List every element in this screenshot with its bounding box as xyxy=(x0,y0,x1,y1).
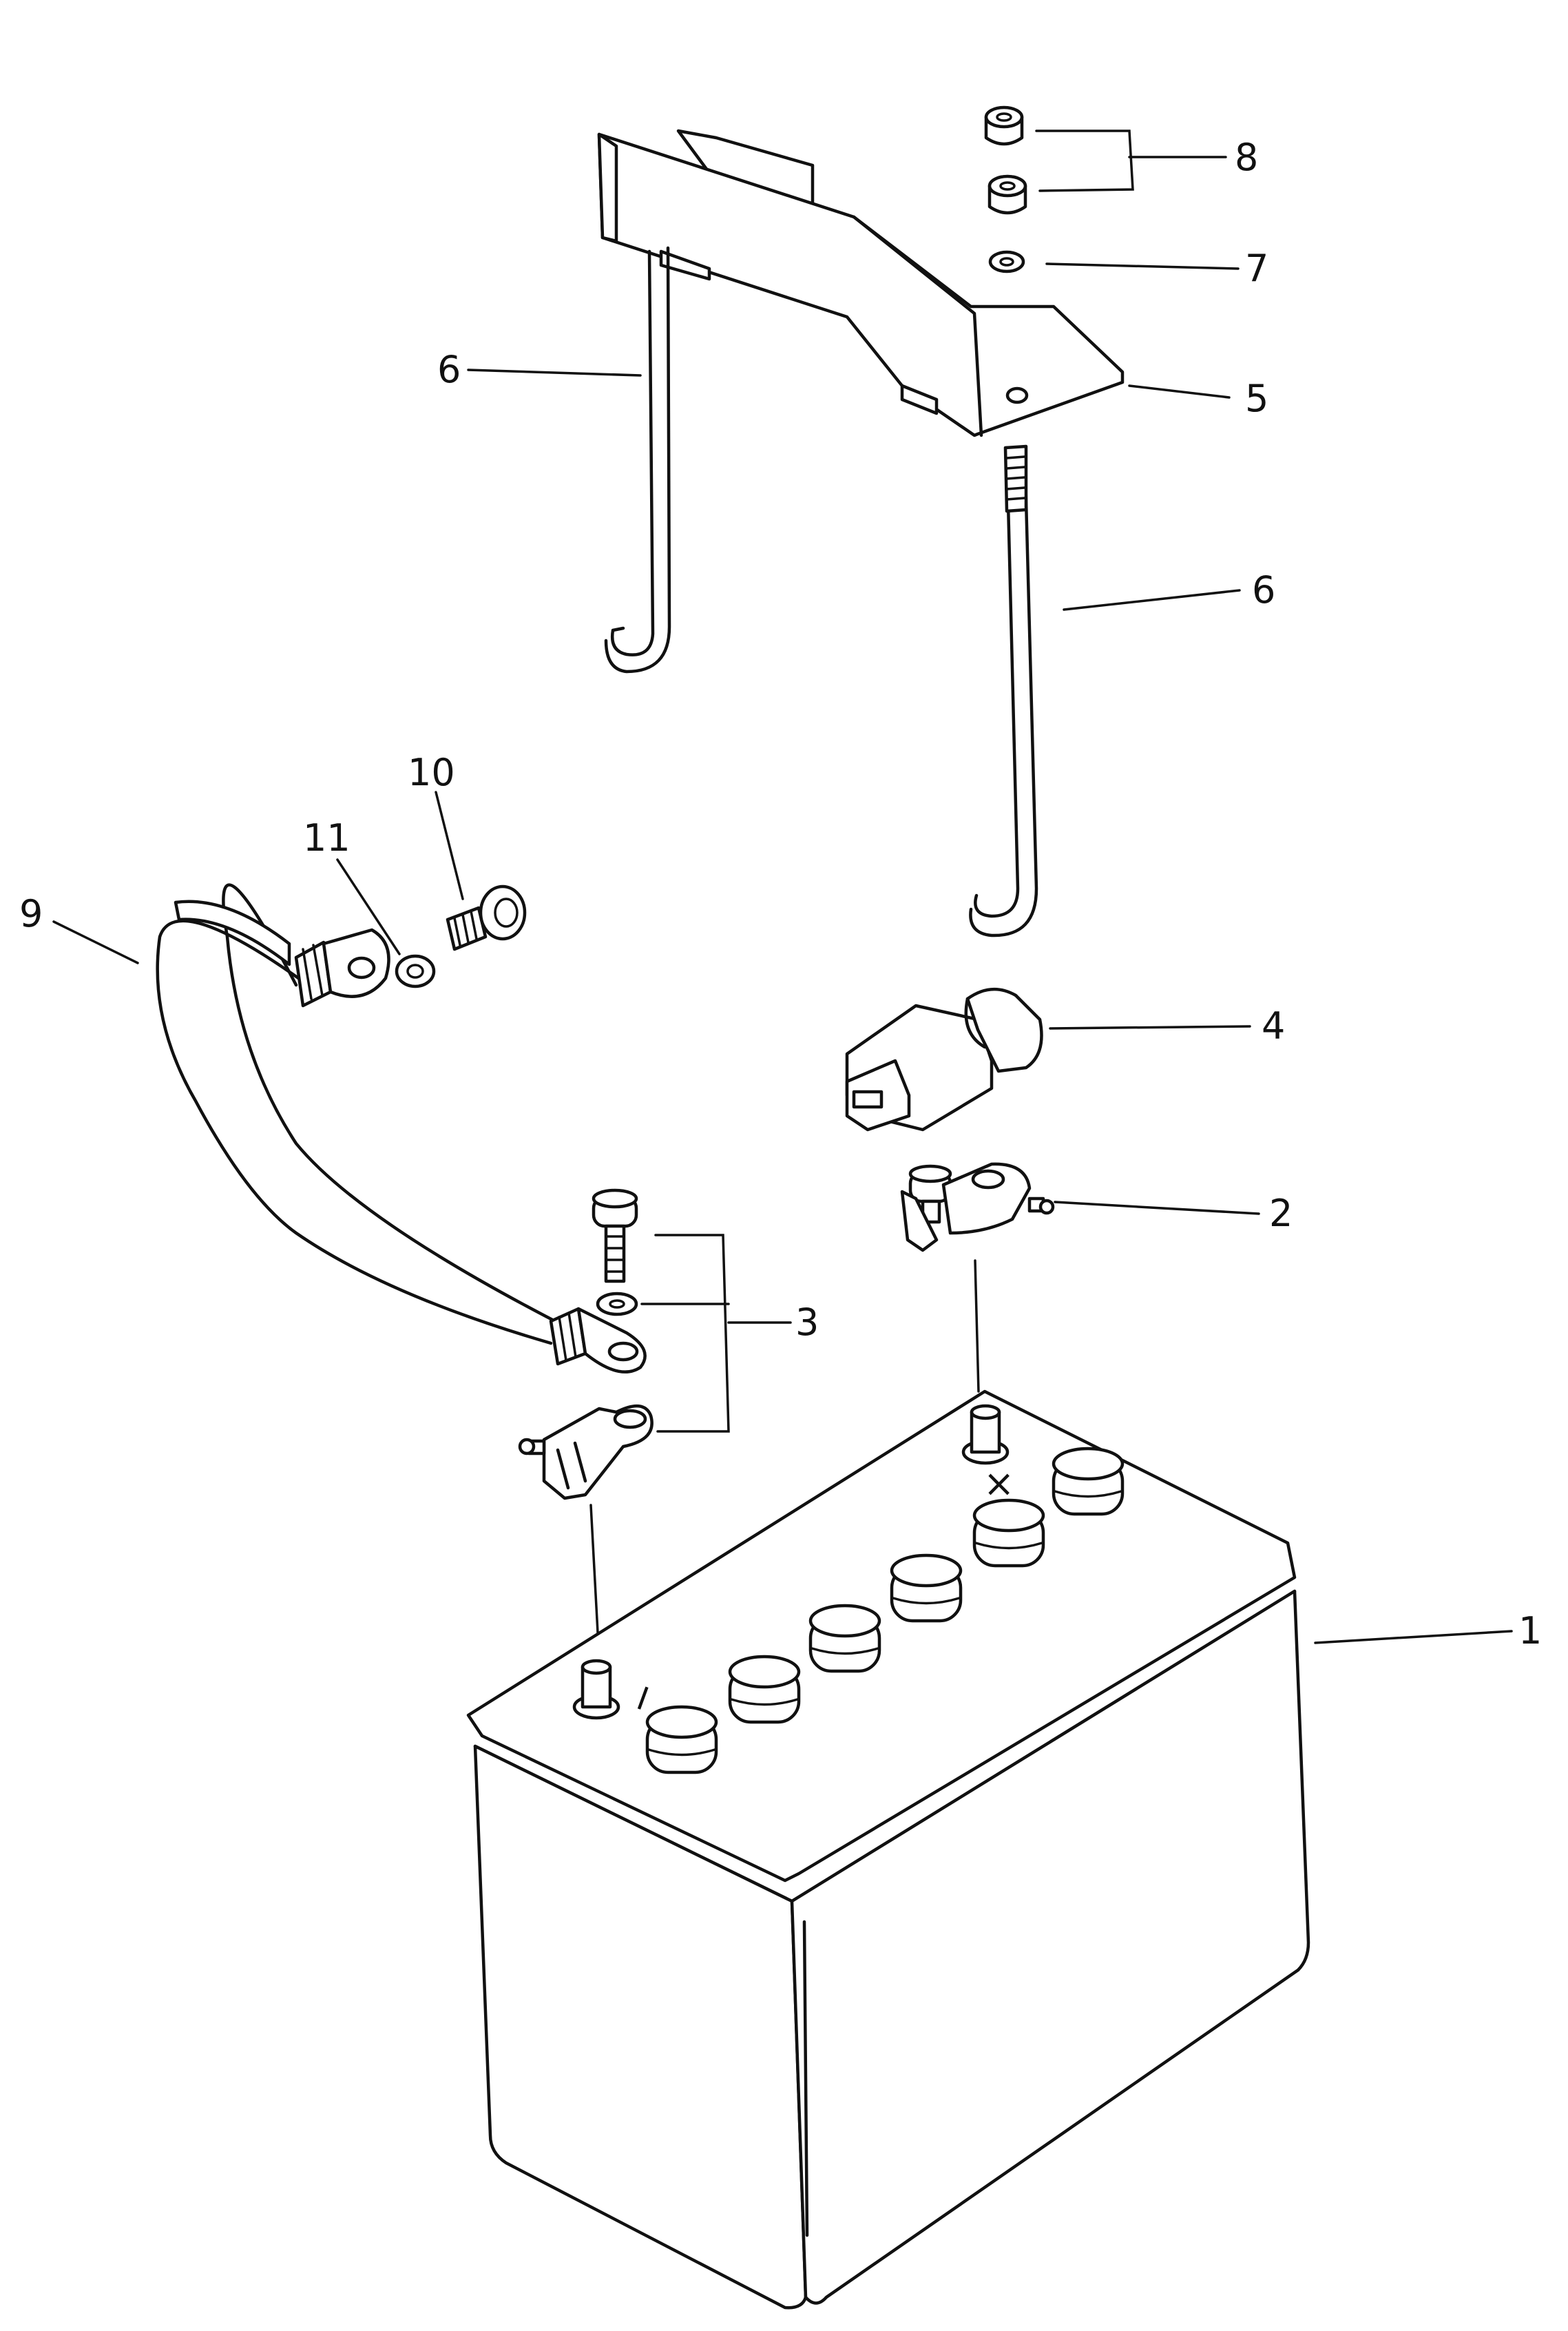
callout-6-lower: 6 xyxy=(1252,568,1275,612)
pos-terminal-clamp xyxy=(900,1162,1055,1252)
positive-mark: × xyxy=(983,1462,1014,1505)
bolt-10 xyxy=(446,884,527,951)
callout-2: 2 xyxy=(1269,1192,1293,1235)
leader-2 xyxy=(1054,1201,1260,1215)
cell-cap xyxy=(645,1705,718,1774)
battery-front-edge xyxy=(802,1920,809,2237)
clamp-bolt-3 xyxy=(592,1188,638,1283)
cell-cap xyxy=(890,1553,963,1623)
bracket-front-lip xyxy=(597,132,618,243)
bracket-top-face xyxy=(597,132,1125,437)
cable-lug-upper xyxy=(294,928,390,1008)
j-bolt-right xyxy=(969,444,1038,937)
callout-11: 11 xyxy=(303,816,351,860)
leader-9 xyxy=(52,920,139,964)
bracket-hole xyxy=(1005,386,1029,404)
cell-caps xyxy=(645,1447,1125,1774)
leader-4 xyxy=(1049,1025,1251,1030)
j-bolt-left xyxy=(604,246,671,674)
bracket-tab-left xyxy=(659,249,711,281)
callout-labels: 1 2 3 4 5 6 6 7 8 9 10 11 xyxy=(19,136,1542,1653)
hold-down-bracket xyxy=(597,129,1125,437)
nut-lower xyxy=(987,174,1027,215)
cell-cap xyxy=(728,1655,801,1724)
positive-terminal-post xyxy=(961,1404,1010,1465)
ground-cable xyxy=(156,883,647,1374)
leader-8 xyxy=(1035,130,1227,192)
callout-6-upper: 6 xyxy=(437,348,461,391)
neg-assembly-line xyxy=(589,1504,599,1634)
bracket-fold xyxy=(852,215,983,437)
washer-11 xyxy=(395,954,436,988)
leader-10 xyxy=(435,791,464,900)
pos-assembly-line xyxy=(974,1259,980,1393)
bracket-line-3 xyxy=(654,1234,730,1433)
leader-lines xyxy=(52,130,1513,1644)
cell-cap xyxy=(808,1604,881,1673)
callout-5: 5 xyxy=(1245,377,1268,420)
leader-6b xyxy=(1063,589,1241,611)
callout-1: 1 xyxy=(1518,1609,1542,1653)
washer-3 xyxy=(596,1292,638,1316)
leader-11 xyxy=(336,858,401,955)
callout-10: 10 xyxy=(408,751,455,794)
battery-right-face xyxy=(790,1589,1310,2305)
battery-left-face xyxy=(473,1744,808,2310)
callout-8: 8 xyxy=(1235,136,1258,179)
callout-9: 9 xyxy=(19,892,43,935)
callout-4: 4 xyxy=(1262,1004,1285,1048)
leader-5 xyxy=(1128,384,1231,399)
cell-cap xyxy=(972,1498,1045,1568)
callout-3: 3 xyxy=(795,1301,819,1344)
battery: − × xyxy=(466,1389,1310,2310)
leader-7 xyxy=(1045,262,1240,270)
cable-top-arc xyxy=(174,900,291,966)
terminal-cover-4 xyxy=(845,987,1043,1132)
cell-cap xyxy=(1052,1447,1125,1516)
negative-terminal-post xyxy=(572,1659,620,1720)
cable-lug-lower xyxy=(549,1307,647,1374)
nut-upper xyxy=(984,105,1024,146)
washer-7 xyxy=(988,250,1025,273)
bracket-tab-right xyxy=(900,384,939,415)
neg-terminal-clamp xyxy=(518,1404,654,1500)
leader-6a xyxy=(467,369,642,377)
callout-7: 7 xyxy=(1245,247,1268,290)
leader-1 xyxy=(1314,1630,1513,1644)
